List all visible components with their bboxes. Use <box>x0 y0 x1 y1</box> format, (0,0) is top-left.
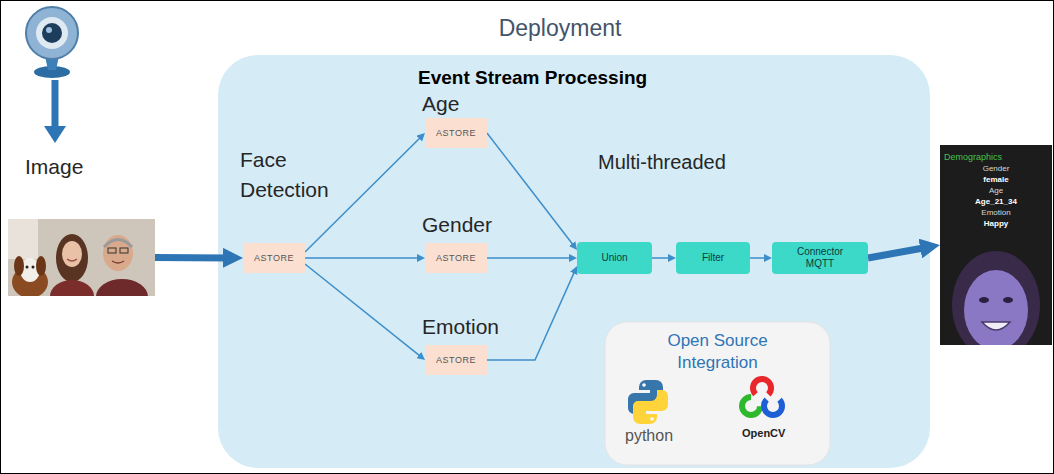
text-holder: Face Detection <box>240 145 340 205</box>
text-holder: Deployment <box>400 14 720 42</box>
connector-arrow <box>305 264 421 357</box>
field-text: Happy <box>940 218 1052 229</box>
connector-arrow <box>652 257 671 259</box>
output-face-image <box>940 145 1052 345</box>
box-label: ASTORE <box>436 128 476 138</box>
box-label: ASTORE <box>254 253 294 263</box>
model-box: Face DetectionASTORE <box>243 243 305 273</box>
flow-arrow <box>44 80 66 143</box>
panel-title: Demographics <box>940 151 1052 163</box>
field-text: Gender <box>940 163 1052 174</box>
box-label: ASTORE <box>436 253 476 263</box>
text-label: Multi-threaded <box>598 150 726 174</box>
output-panel: DemographicsGenderfemaleAgeAge_21_34Emot… <box>940 145 1052 345</box>
processing-panel: Event Stream ProcessingFace DetectionAST… <box>218 55 930 468</box>
flow-arrow <box>868 248 926 259</box>
box-label: Filter <box>702 252 724 264</box>
text-label: OpenCV <box>742 426 785 440</box>
image-frame: Image <box>8 219 155 296</box>
text-holder: python <box>625 426 673 446</box>
text-holder: Multi-threaded <box>598 150 726 174</box>
webcam-icon <box>26 7 78 78</box>
connector-arrow <box>305 257 420 259</box>
process-box: Filter <box>676 242 750 274</box>
box-label: ASTORE <box>436 355 476 365</box>
panel-ground <box>605 322 830 465</box>
text-holder: Image <box>25 155 145 179</box>
text-holder: Event Stream Processing <box>418 66 647 90</box>
connector-arrow <box>487 271 575 360</box>
box-label: Connector MQTT <box>790 246 850 270</box>
connector-arrow <box>750 257 767 259</box>
connector-arrow <box>487 133 574 246</box>
node-heading: Face Detection <box>240 145 340 205</box>
text-holder: Gender <box>422 213 542 237</box>
text-holder: Emotion <box>422 315 542 339</box>
node-heading: Age <box>422 92 542 116</box>
python-logo <box>628 380 668 424</box>
text-label: python <box>625 426 673 446</box>
diagram-title: Deployment <box>400 14 720 42</box>
node-heading: Emotion <box>422 315 542 339</box>
model-box: GenderASTORE <box>425 243 487 273</box>
node-heading: Gender <box>422 213 542 237</box>
opencv-logo <box>742 375 786 418</box>
field-text: Emotion <box>940 207 1052 218</box>
text-holder: OpenCV <box>742 426 785 440</box>
text-holder: Age <box>422 92 542 116</box>
panel-ground <box>218 55 930 468</box>
family-photo <box>8 219 155 296</box>
model-box: AgeASTORE <box>425 118 487 148</box>
panel-title: Event Stream Processing <box>418 66 647 90</box>
process-box: Union <box>577 242 652 274</box>
process-box: Connector MQTT <box>772 242 868 274</box>
field-text: Age <box>940 185 1052 196</box>
field-text: Age_21_34 <box>940 196 1052 207</box>
model-box: EmotionASTORE <box>425 345 487 375</box>
text-holder: Open Source Integration <box>605 330 830 374</box>
flow-arrow <box>155 254 229 261</box>
node-heading: Image <box>25 155 145 179</box>
connector-arrow <box>487 257 572 259</box>
box-label: Union <box>601 252 627 264</box>
panel-title: Open Source Integration <box>655 330 780 374</box>
field-text: female <box>940 174 1052 185</box>
